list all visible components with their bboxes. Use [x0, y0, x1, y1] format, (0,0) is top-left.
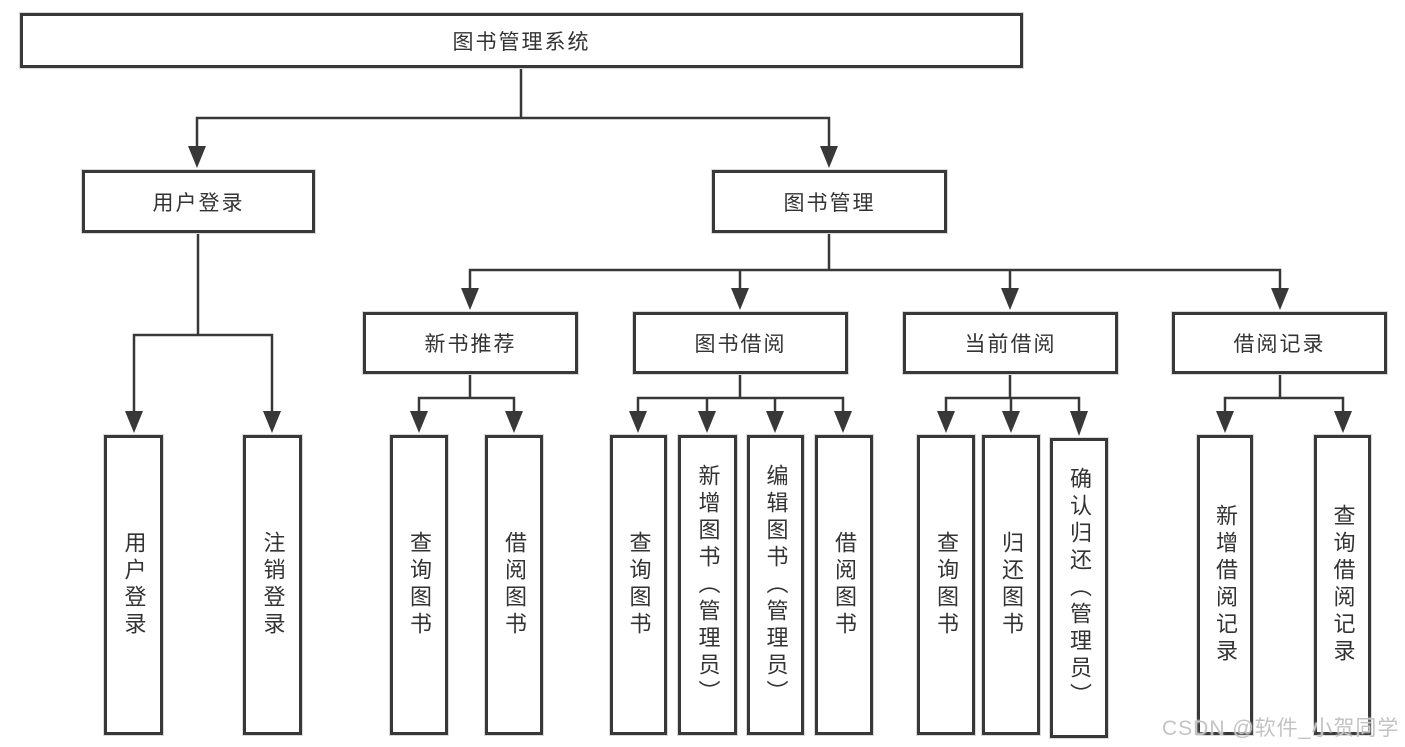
arrowhead — [820, 146, 838, 168]
arrowhead — [698, 411, 716, 433]
arrowhead — [1002, 411, 1020, 433]
arrowhead — [731, 288, 749, 310]
leaf-borrow-book: 借阅图书 — [815, 435, 873, 735]
csdn-watermark: CSDN @软件_小贺同学 — [1162, 717, 1400, 740]
leaf-query-book-recommend: 查询图书 — [390, 435, 448, 735]
leaf-confirm-return-admin: 确认归还（管理员） — [1050, 438, 1108, 738]
leaf-borrow-book-recommend: 借阅图书 — [485, 435, 543, 735]
arrowhead — [1001, 288, 1019, 310]
node-current-borrow: 当前借阅 — [903, 312, 1118, 374]
leaf-add-book-admin: 新增图书（管理员） — [678, 435, 737, 735]
leaf-user-login: 用户登录 — [104, 435, 163, 735]
node-borrow-record: 借阅记录 — [1172, 312, 1387, 374]
arrowhead — [1271, 288, 1289, 310]
leaf-query-book-borrow: 查询图书 — [610, 435, 667, 735]
arrowhead — [125, 411, 143, 433]
node-book-borrow: 图书借阅 — [633, 312, 848, 374]
arrowhead — [1334, 411, 1352, 433]
node-user-login: 用户登录 — [82, 170, 315, 233]
arrowheads — [125, 146, 1352, 436]
arrowhead — [505, 411, 523, 433]
node-book-management: 图书管理 — [712, 170, 947, 233]
leaf-add-borrow-record: 新增借阅记录 — [1197, 435, 1253, 735]
arrowhead — [937, 411, 955, 433]
node-new-book-recommend: 新书推荐 — [363, 312, 578, 374]
leaf-edit-book-admin: 编辑图书（管理员） — [747, 435, 804, 735]
leaf-return-book: 归还图书 — [982, 435, 1040, 735]
leaf-logout: 注销登录 — [243, 435, 302, 735]
arrowhead — [263, 411, 281, 433]
leaf-query-book-current: 查询图书 — [917, 435, 975, 735]
arrowhead — [188, 146, 206, 168]
node-root: 图书管理系统 — [20, 13, 1023, 68]
arrowhead — [629, 411, 647, 433]
arrowhead — [766, 411, 784, 433]
leaf-query-borrow-record: 查询借阅记录 — [1314, 435, 1371, 735]
arrowhead — [834, 411, 852, 433]
arrowhead — [1070, 411, 1088, 436]
tree-branch-lines — [132, 66, 1345, 417]
arrowhead — [1216, 411, 1234, 433]
arrowhead — [410, 411, 428, 433]
arrowhead — [461, 288, 479, 310]
